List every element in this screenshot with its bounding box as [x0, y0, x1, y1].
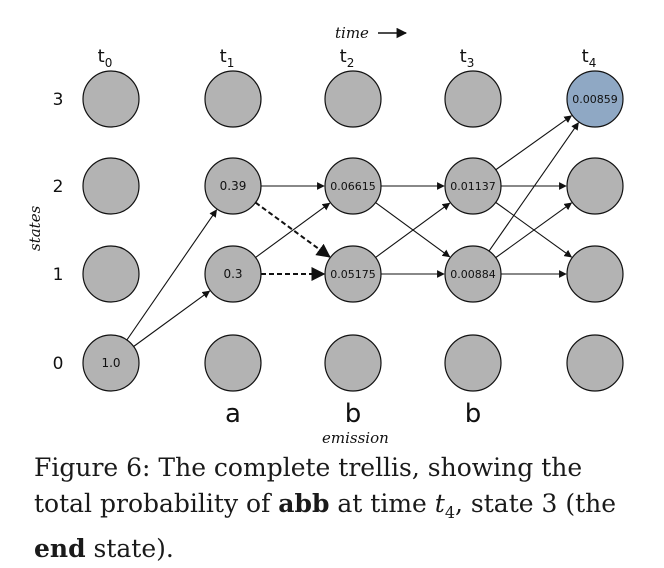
node-probability-label: 0.00859: [572, 93, 618, 106]
trellis-node: [204, 70, 262, 128]
trellis-node: [82, 70, 140, 128]
transition-edge: [495, 115, 573, 171]
transition-edge: [255, 202, 331, 258]
node-probability-label: 0.00884: [450, 268, 496, 281]
trellis-node: [566, 334, 624, 392]
states-axis-label: states: [26, 205, 44, 251]
trellis-node: [204, 157, 262, 215]
caption-prefix: Figure 6: The complete trellis, showing …: [34, 453, 583, 518]
node-probability-label: 0.01137: [450, 180, 496, 193]
transition-edge: [126, 209, 217, 341]
trellis-node: [566, 245, 624, 303]
state-row-label: 2: [53, 177, 64, 197]
node-probability-label: 0.3: [223, 267, 242, 281]
node-probability-label: 1.0: [101, 356, 120, 370]
trellis-node: [204, 245, 262, 303]
node-probability-label: 0.39: [220, 179, 247, 193]
time-axis-label: time: [335, 24, 369, 42]
time-step-label: t3: [460, 46, 475, 70]
figure-caption: Figure 6: The complete trellis, showing …: [34, 450, 644, 567]
trellis-node: [444, 334, 502, 392]
transition-edge: [375, 202, 451, 258]
trellis-diagram: time states emission 1.0 0.3 0.39 0.05175 0.…: [26, 24, 624, 447]
caption-mid2: , state 3 (the: [455, 489, 617, 518]
state-row-label: 1: [53, 265, 64, 285]
time-step-label: t0: [98, 46, 113, 70]
labels-layer: t0 t1 t2 t3 t4 0 1 2 3 a b b: [53, 46, 597, 429]
trellis-node: [324, 334, 382, 392]
transition-edge: [495, 202, 573, 259]
dashed-transition-edge: [254, 201, 331, 258]
trellis-node: [444, 157, 502, 215]
caption-end-word: end: [34, 534, 86, 563]
caption-time-sub: 4: [444, 503, 456, 522]
end-state-node: [566, 70, 624, 128]
trellis-node: [566, 157, 624, 215]
caption-suffix: state).: [85, 534, 174, 563]
time-step-label: t2: [340, 46, 355, 70]
trellis-node: [324, 245, 382, 303]
caption-time-var: t: [434, 489, 445, 518]
trellis-node: [324, 70, 382, 128]
time-step-label: t4: [582, 46, 597, 70]
time-step-label: t1: [220, 46, 235, 70]
node-probability-label: 0.06615: [330, 180, 376, 193]
transition-edge: [133, 290, 211, 347]
trellis-node: [82, 334, 140, 392]
trellis-node: [444, 70, 502, 128]
transition-edge: [488, 122, 579, 252]
trellis-node: [82, 157, 140, 215]
emission-symbol: a: [225, 399, 241, 429]
nodes-layer: 1.0 0.3 0.39 0.05175 0.06615 0.00884 0.01137 0.…: [82, 70, 624, 392]
trellis-node: [324, 157, 382, 215]
state-row-label: 3: [53, 90, 64, 110]
edges-layer: [126, 115, 579, 347]
node-probability-label: 0.05175: [330, 268, 376, 281]
trellis-node: [444, 245, 502, 303]
emission-symbol: b: [345, 399, 362, 429]
trellis-node: [82, 245, 140, 303]
trellis-node: [204, 334, 262, 392]
emission-symbol: b: [465, 399, 482, 429]
caption-mid: at time: [329, 489, 435, 518]
caption-word: abb: [278, 489, 330, 518]
emission-axis-label: emission: [322, 429, 389, 447]
state-row-label: 0: [53, 354, 64, 374]
